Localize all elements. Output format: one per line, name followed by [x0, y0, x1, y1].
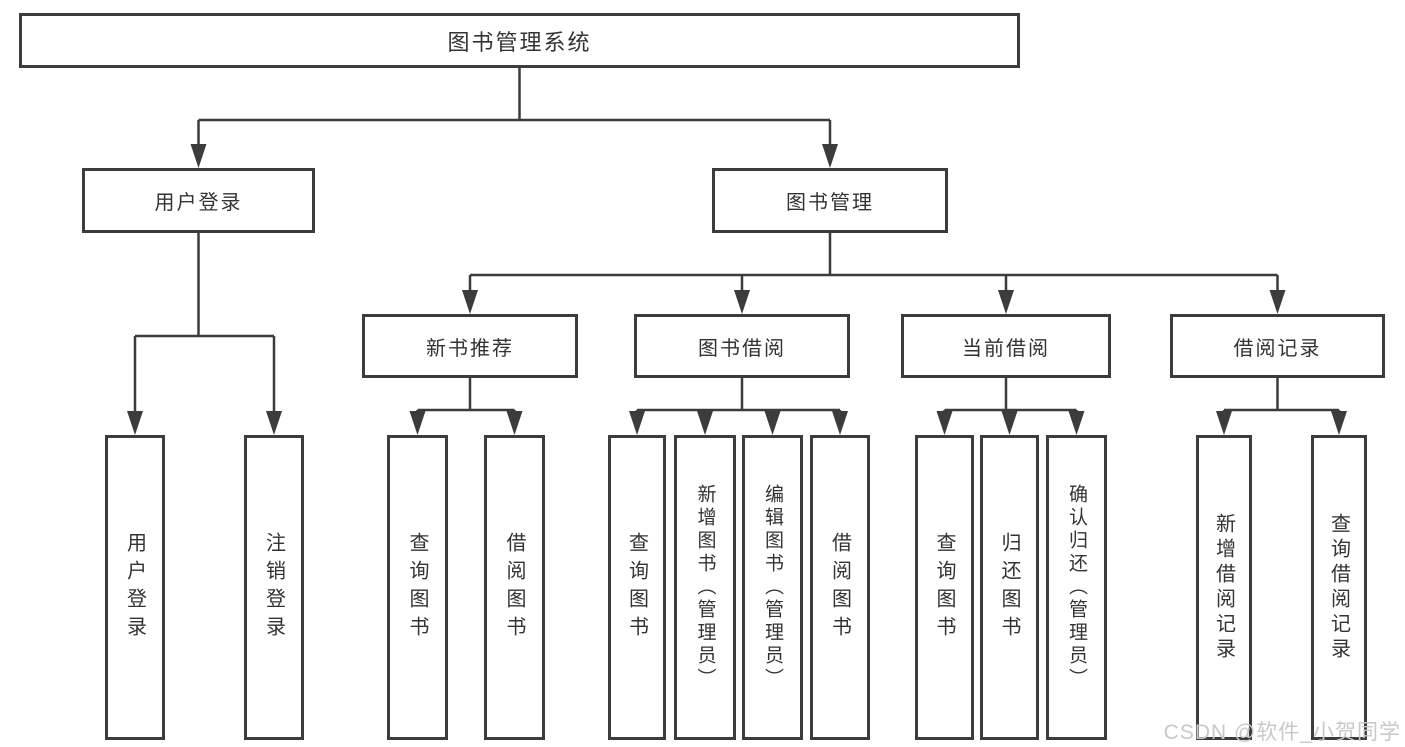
node-borrow-records: 借阅记录	[1170, 314, 1385, 378]
node-current-borrowing: 当前借阅	[901, 314, 1111, 378]
leaf-borrow-books: 借阅图书	[484, 435, 545, 740]
leaf-query-books: 查询图书	[915, 435, 974, 740]
watermark: CSDN @软件_小贺同学	[1163, 721, 1401, 744]
node-book-management: 图书管理	[712, 168, 948, 233]
leaf-confirm-return-admin: 确认归还（管理员）	[1046, 435, 1107, 740]
leaf-logout: 注销登录	[244, 435, 304, 740]
node-book-borrowing: 图书借阅	[634, 314, 850, 378]
leaf-query-borrow-record: 查询借阅记录	[1311, 435, 1367, 740]
leaf-user-login: 用户登录	[105, 435, 165, 740]
leaf-add-books-admin: 新增图书（管理员）	[674, 435, 736, 740]
leaf-borrow-books: 借阅图书	[810, 435, 870, 740]
node-new-book-recommend: 新书推荐	[362, 314, 578, 378]
leaf-return-books: 归还图书	[980, 435, 1039, 740]
leaf-add-borrow-record: 新增借阅记录	[1196, 435, 1252, 740]
node-user-login: 用户登录	[82, 168, 315, 233]
leaf-edit-books-admin: 编辑图书（管理员）	[742, 435, 803, 740]
node-library-system: 图书管理系统	[19, 13, 1020, 68]
leaf-query-books: 查询图书	[387, 435, 448, 740]
leaf-query-books: 查询图书	[608, 435, 666, 740]
